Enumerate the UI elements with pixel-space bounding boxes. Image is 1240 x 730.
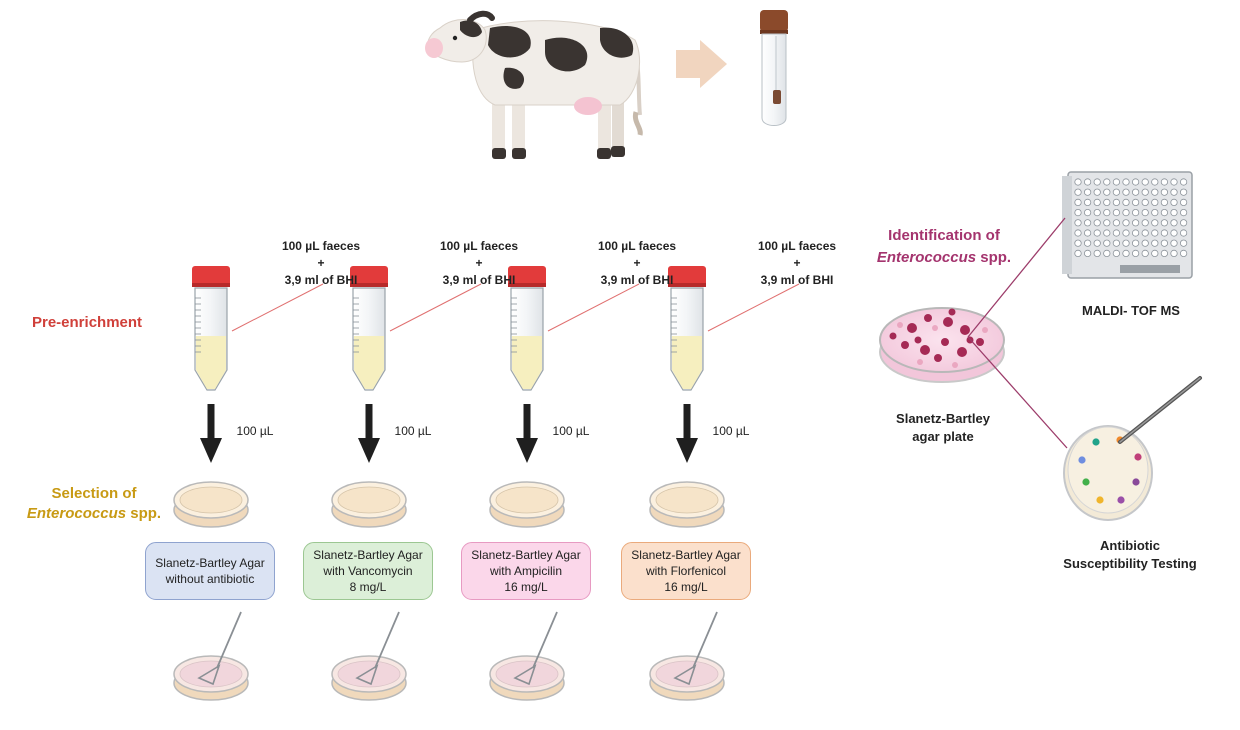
stage-identification-suffix: spp. (976, 249, 1012, 266)
agar-medium-line2: with Vancomycin (323, 564, 413, 578)
falcon-tube-icon (508, 266, 546, 391)
sample-tube-icon (760, 10, 788, 126)
petri-dish-icon (879, 307, 1005, 383)
transfer-volume: 100 µL (552, 424, 590, 438)
agar-medium-box: Slanetz-Bartley Agar with Ampicilin 16 mg/… (461, 542, 591, 600)
down-arrow-icon (200, 404, 222, 463)
falcon-tube-icon (350, 266, 388, 391)
agar-medium-text: Slanetz-Bartley Agar with Florfenicol 16 m… (631, 547, 740, 595)
stage-identification-genus: Enterococcus (876, 249, 977, 266)
tube-note-line1: 100 µL faeces (439, 239, 519, 253)
down-arrow-icon (676, 404, 698, 463)
ast-caption-line2: Susceptibility Testing (1063, 556, 1197, 571)
petri-dish-icon (331, 481, 407, 528)
tube-note-line1: 100 µL faeces (281, 239, 361, 253)
agar-medium-line1: Slanetz-Bartley Agar (155, 556, 265, 570)
stage-selection-line2: Enterococcus spp. (20, 504, 168, 524)
connector-line (231, 283, 324, 332)
tube-note-line1: 100 µL faeces (597, 239, 677, 253)
agar-medium-line1: Slanetz-Bartley Agar (313, 548, 423, 562)
stage-selection: Selection of Enterococcus spp. (20, 484, 168, 524)
tube-note-line2: + (317, 256, 325, 270)
transfer-volume: 100 µL (712, 424, 750, 438)
connector-line (707, 283, 800, 332)
streak-plate-icon (649, 611, 725, 701)
tube-note-line3: 3,9 ml of BHI (442, 273, 516, 287)
down-arrow-icon (358, 404, 380, 463)
stage-selection-suffix: spp. (126, 505, 162, 522)
petri-dish-icon (173, 481, 249, 528)
streak-plate-icon (489, 611, 565, 701)
tube-note-line1: 100 µL faeces (757, 239, 837, 253)
plate-caption: Slanetz-Bartley agar plate (878, 410, 1008, 446)
96-well-plate-icon (1062, 171, 1193, 279)
agar-medium-box: Slanetz-Bartley Agar with Florfenicol 16 m… (621, 542, 751, 600)
ast-caption-line1: Antibiotic (1100, 538, 1160, 553)
agar-medium-line1: Slanetz-Bartley Agar (631, 548, 741, 562)
agar-medium-line2: with Ampicilin (489, 564, 562, 578)
connector-line (389, 283, 482, 332)
agar-medium-line2: with Florfenicol (645, 564, 726, 578)
streak-plate-icon (173, 611, 249, 701)
falcon-tube-icon (668, 266, 706, 391)
agar-medium-text: Slanetz-Bartley Agar with Ampicilin 16 mg/… (471, 547, 580, 595)
agar-medium-line3: 8 mg/L (349, 580, 387, 594)
agar-medium-box: Slanetz-Bartley Agar with Vancomycin 8 mg/… (303, 542, 433, 600)
cow-icon (425, 10, 643, 159)
ast-plate-icon (1063, 376, 1202, 521)
ast-caption: Antibiotic Susceptibility Testing (1040, 537, 1220, 573)
stage-identification: Identification of Enterococcus spp. (872, 225, 1016, 269)
petri-dish-icon (489, 481, 565, 528)
stage-preenrichment: Pre-enrichment (32, 314, 143, 331)
agar-medium-box: Slanetz-Bartley Agar without antibiotic (145, 542, 275, 600)
agar-medium-text: Slanetz-Bartley Agar without antibiotic (155, 555, 264, 587)
tube-note-line3: 3,9 ml of BHI (284, 273, 358, 287)
agar-medium-line3: 16 mg/L (664, 580, 708, 594)
tube-note-line3: 3,9 ml of BHI (760, 273, 834, 287)
connector-line (547, 283, 640, 332)
stage-identification-line1: Identification of (888, 227, 1000, 244)
agar-medium-line3: 16 mg/L (504, 580, 548, 594)
down-arrow-icon (516, 404, 538, 463)
agar-medium-line2: without antibiotic (165, 572, 255, 586)
tube-note-line2: + (475, 256, 483, 270)
plate-caption-line2: agar plate (912, 429, 974, 444)
agar-medium-text: Slanetz-Bartley Agar with Vancomycin 8 mg/… (313, 547, 422, 595)
tube-note-line2: + (633, 256, 641, 270)
streak-plate-icon (331, 611, 407, 701)
tube-note-line2: + (793, 256, 801, 270)
transfer-volume: 100 µL (394, 424, 432, 438)
transfer-volume: 100 µL (236, 424, 274, 438)
agar-medium-line1: Slanetz-Bartley Agar (471, 548, 581, 562)
falcon-tube-icon (192, 266, 230, 391)
petri-dish-icon (649, 481, 725, 528)
plate-caption-line1: Slanetz-Bartley (896, 411, 990, 426)
arrow-right-icon (676, 40, 727, 88)
maldi-caption: MALDI- TOF MS (1082, 303, 1180, 318)
stage-selection-genus: Enterococcus (26, 505, 127, 522)
stage-identification-line2: Enterococcus spp. (872, 247, 1016, 269)
stage-selection-line1: Selection of (51, 485, 137, 502)
tube-note-line3: 3,9 ml of BHI (600, 273, 674, 287)
